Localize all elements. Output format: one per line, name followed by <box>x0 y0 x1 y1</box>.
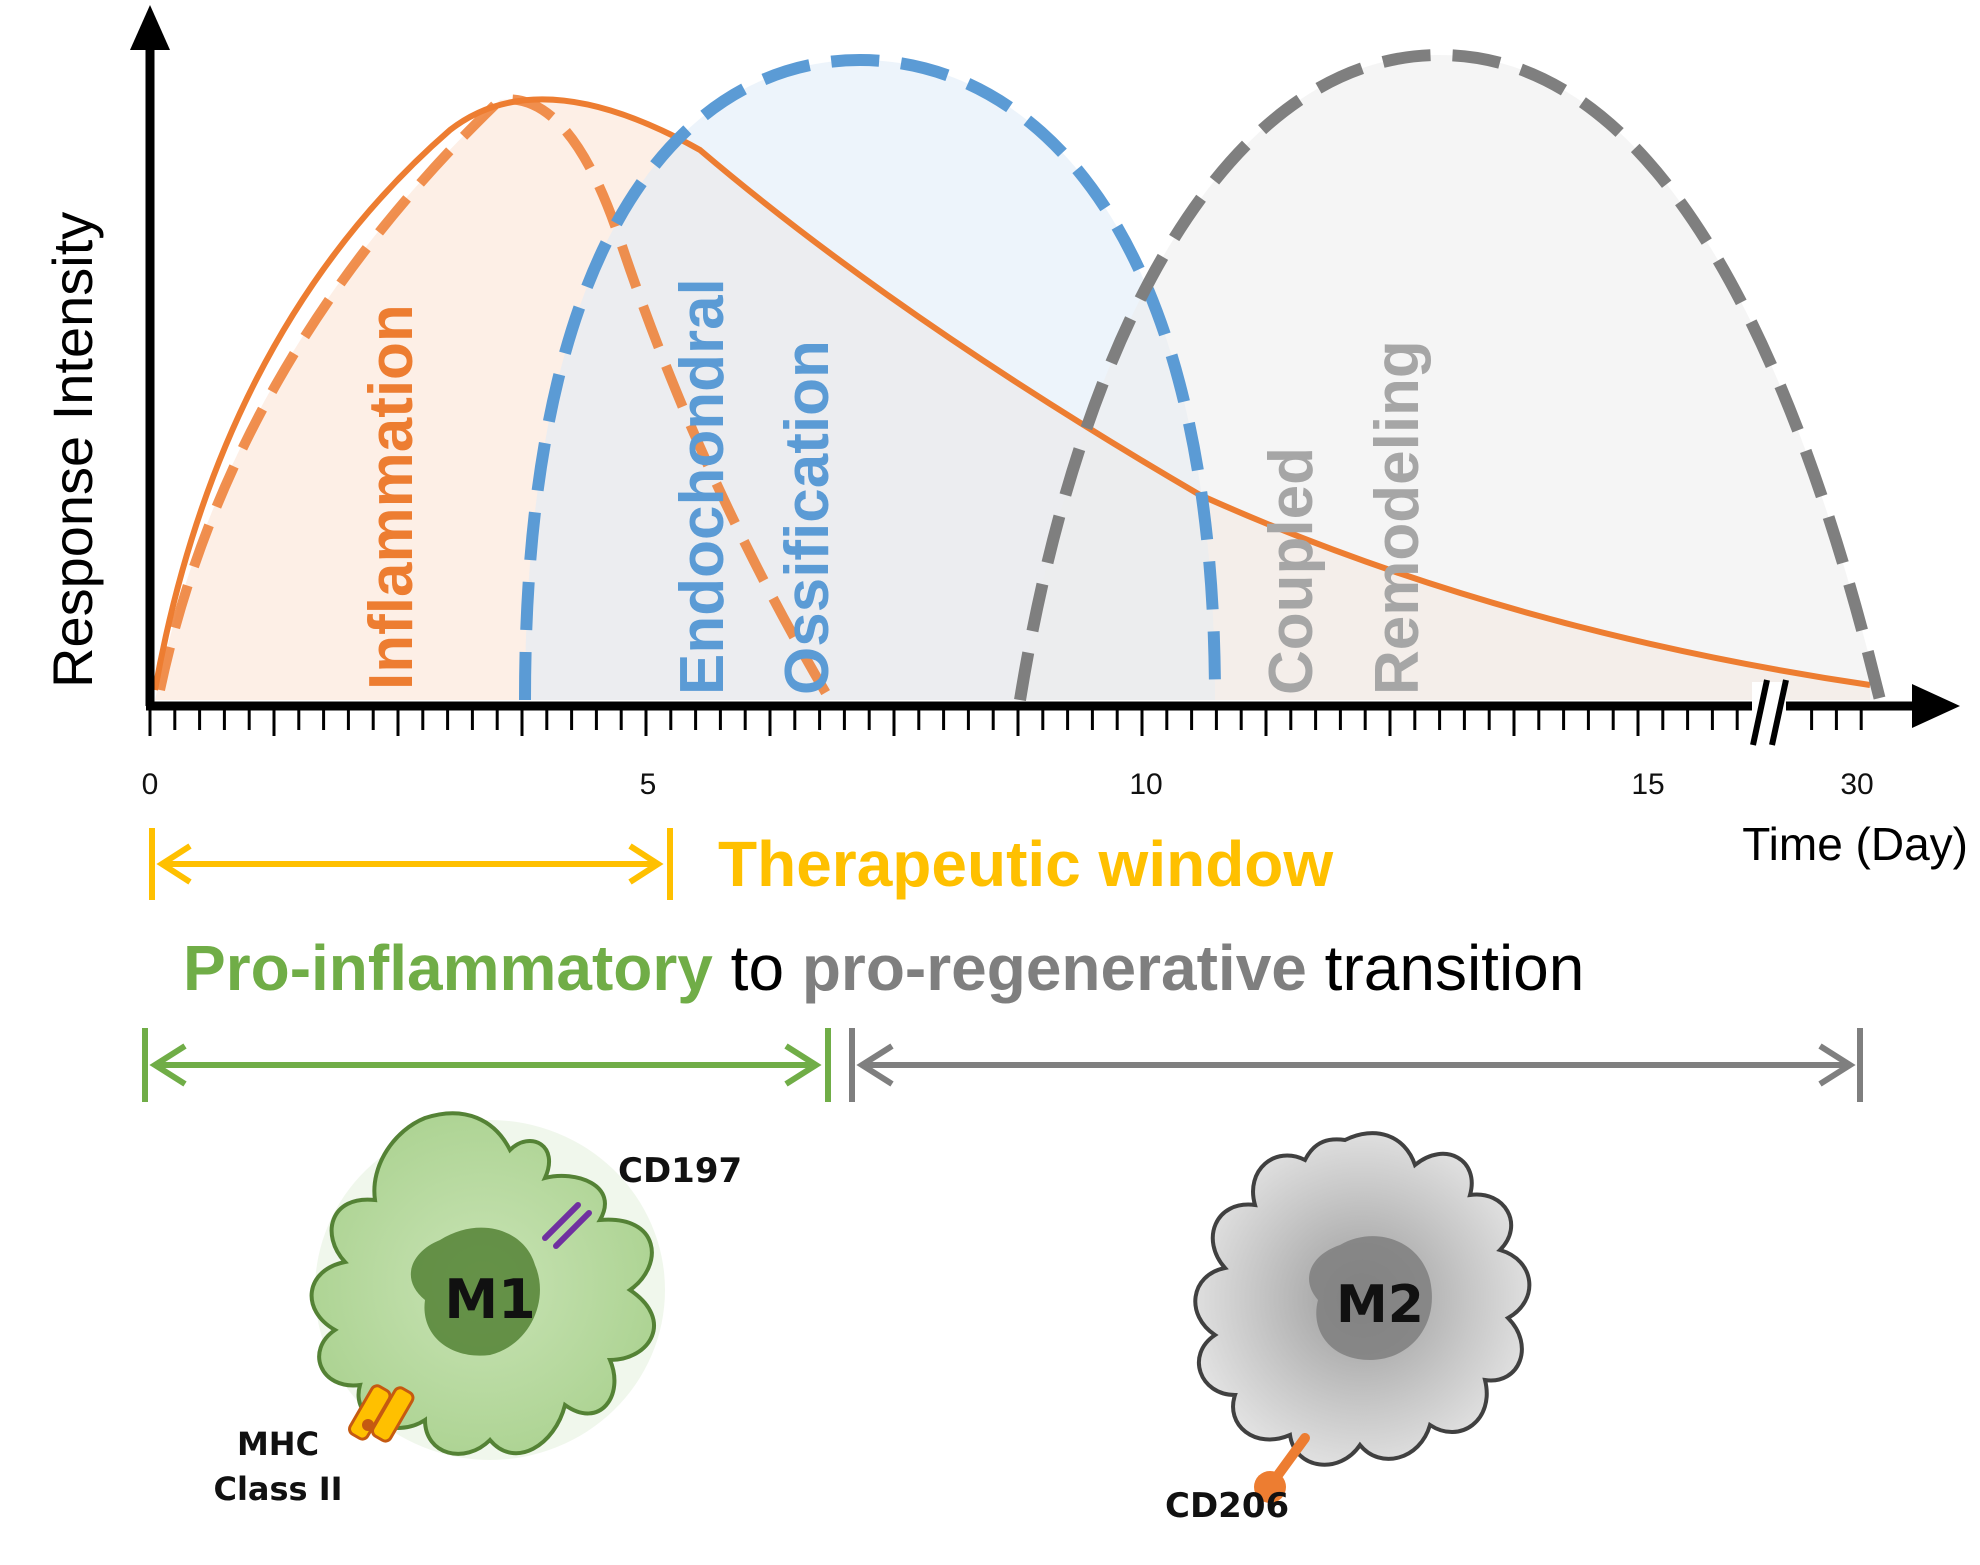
axis-break <box>1750 679 1789 752</box>
transition-sentence: Pro-inflammatory to pro-regenerative tra… <box>183 932 1584 1004</box>
phase-label-remodeling: Remodeling <box>1363 340 1432 695</box>
therapeutic-window-label: Therapeutic window <box>718 828 1333 900</box>
remodeling-area <box>1020 55 1880 700</box>
tick-label-30: 30 <box>1840 768 1873 801</box>
m1-label: M1 <box>444 1268 535 1331</box>
y-axis-title: Response Intensity <box>41 212 104 688</box>
ossification-curve <box>519 53 1221 701</box>
tick-label-0: 0 <box>142 768 159 801</box>
m2-macrophage: M2 CD206 <box>1165 1131 1532 1526</box>
pro-regenerative-text: pro-regenerative <box>802 932 1307 1004</box>
cd197-receptor-icon <box>542 1202 592 1249</box>
tick-label-15: 15 <box>1631 768 1664 801</box>
pro-inflammatory-text: Pro-inflammatory <box>183 932 713 1004</box>
cd206-label: CD206 <box>1165 1486 1289 1526</box>
tick-label-10: 10 <box>1129 768 1162 801</box>
phase-label-ossification: Ossification <box>773 340 842 695</box>
cd197-label: CD197 <box>618 1151 742 1191</box>
tick-label-5: 5 <box>640 768 657 801</box>
cd206-receptor-icon <box>1254 1433 1310 1503</box>
x-axis-title: Time (Day) <box>1742 818 1968 870</box>
to-text: to <box>713 932 802 1004</box>
pro-regenerative-arrow <box>849 1028 1863 1102</box>
y-axis-arrow <box>130 5 170 50</box>
inflammation-dashed-curve <box>155 94 835 703</box>
x-axis-arrow <box>1912 684 1960 728</box>
phase-label-inflammation: Inflammation <box>357 304 426 690</box>
transition-text: transition <box>1307 932 1584 1004</box>
m2-label: M2 <box>1336 1275 1424 1335</box>
class-ii-label: Class II <box>213 1470 342 1508</box>
mhc-label: MHC <box>237 1425 319 1463</box>
ossification-area <box>525 60 1215 700</box>
pro-inflammatory-arrow <box>142 1028 831 1102</box>
mhc-class-ii-icon <box>348 1384 415 1443</box>
m1-macrophage: M1 CD197 MHC Class II <box>213 1111 742 1508</box>
therapeutic-window-arrow <box>149 828 673 900</box>
x-axis-ticks <box>148 708 1863 736</box>
phase-label-endochondral: Endochondral <box>668 278 737 695</box>
inflammation-curve <box>152 96 1871 691</box>
phase-label-coupled: Coupled <box>1257 447 1326 695</box>
